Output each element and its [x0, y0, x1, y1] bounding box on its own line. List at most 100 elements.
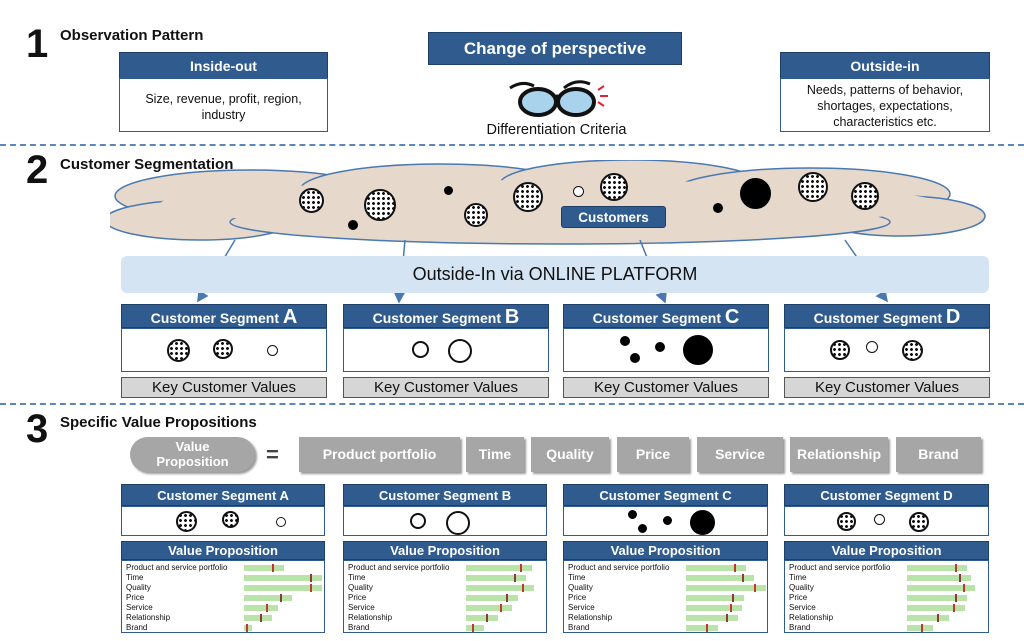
segment-column-c: Customer Segment C Key Customer Values	[563, 304, 769, 398]
vp-column-a: Customer Segment A Value Proposition Pro…	[121, 484, 325, 633]
vp-segment-header-b: Customer Segment B	[343, 484, 547, 506]
vp-row-bar	[686, 614, 738, 622]
vp-header-d: Value Proposition	[784, 541, 989, 560]
vp-row-marker	[266, 604, 268, 612]
differentiation-criteria-caption: Differentiation Criteria	[486, 122, 627, 138]
vp-row: Quality	[568, 583, 767, 593]
vp-row-marker	[921, 624, 923, 632]
segment-prefix: Customer Segment	[592, 310, 725, 326]
vp-row-marker	[522, 584, 524, 592]
vp-row: Time	[789, 573, 988, 583]
section-number-2: 2	[26, 148, 49, 192]
segment-members-c	[563, 328, 769, 372]
vp-row-bar	[466, 574, 526, 582]
vp-row-label: Quality	[789, 583, 814, 592]
key-customer-values-d: Key Customer Values	[784, 377, 990, 398]
vp-row-bar	[907, 624, 933, 632]
element-brand: Brand	[896, 437, 981, 472]
key-customer-values-b: Key Customer Values	[343, 377, 549, 398]
segment-letter: A	[282, 306, 298, 328]
customer-dot	[444, 186, 453, 195]
vp-header-b: Value Proposition	[343, 541, 547, 560]
vp-segment-members-b	[343, 506, 547, 536]
customer-circle	[902, 340, 923, 361]
vp-row: Quality	[126, 583, 324, 593]
vp-row-bar	[466, 594, 518, 602]
customer-circle	[412, 341, 429, 358]
element-relationship: Relationship	[790, 437, 888, 472]
vp-header-c: Value Proposition	[563, 541, 768, 560]
customer-circle	[446, 511, 470, 535]
segment-column-b: Customer Segment B Key Customer Values	[343, 304, 549, 398]
vp-row-marker	[486, 614, 488, 622]
customer-circle	[410, 513, 426, 529]
inside-out-header: Inside-out	[119, 52, 328, 79]
vp-row-marker	[472, 624, 474, 632]
vp-row: Product and service portfolio	[568, 563, 767, 573]
vp-row: Price	[789, 593, 988, 603]
vp-row: Product and service portfolio	[126, 563, 324, 573]
key-customer-values-c: Key Customer Values	[563, 377, 769, 398]
customer-dot	[663, 516, 672, 525]
customer-circle	[364, 189, 396, 221]
customer-dot	[655, 342, 665, 352]
online-platform-banner: Outside-In via ONLINE PLATFORM	[121, 256, 989, 293]
vp-segment-members-d	[784, 506, 989, 536]
element-quality: Quality	[531, 437, 609, 472]
customer-circle	[176, 511, 197, 532]
vp-row-label: Service	[348, 603, 375, 612]
vp-row-bar	[907, 614, 949, 622]
vp-row-marker	[272, 564, 274, 572]
vp-row: Price	[126, 593, 324, 603]
vp-row-label: Price	[126, 593, 145, 602]
vp-row: Price	[348, 593, 546, 603]
vp-row-bar	[686, 584, 766, 592]
vp-row-label: Service	[126, 603, 153, 612]
vp-row: Service	[126, 603, 324, 613]
vp-row: Time	[568, 573, 767, 583]
vp-row: Service	[348, 603, 546, 613]
segment-members-d	[784, 328, 990, 372]
vp-row-label: Relationship	[789, 613, 834, 622]
vp-row: Price	[568, 593, 767, 603]
vp-row-marker	[742, 574, 744, 582]
vp-row-marker	[506, 594, 508, 602]
vp-row-bar	[686, 574, 754, 582]
section-number-3: 3	[26, 407, 49, 451]
vp-row-marker	[734, 564, 736, 572]
vp-row-label: Quality	[126, 583, 151, 592]
customer-dot	[348, 220, 358, 230]
customer-dot	[740, 178, 771, 209]
vp-row: Brand	[789, 623, 988, 633]
vp-row-label: Brand	[126, 623, 148, 632]
vp-row-marker	[514, 574, 516, 582]
vp-row-bar	[686, 624, 718, 632]
vp-row: Quality	[348, 583, 546, 593]
customer-circle	[267, 345, 278, 356]
vp-row-marker	[953, 604, 955, 612]
vp-segment-header-d: Customer Segment D	[784, 484, 989, 506]
section-title-observation: Observation Pattern	[60, 27, 204, 44]
customer-circle	[299, 188, 324, 213]
customer-circle	[830, 340, 850, 360]
vp-row-bar	[907, 564, 967, 572]
vp-row-label: Relationship	[126, 613, 171, 622]
vp-row-label: Time	[789, 573, 807, 582]
segment-header-a: Customer Segment A	[121, 304, 327, 328]
vp-row: Product and service portfolio	[789, 563, 988, 573]
vp-row: Time	[348, 573, 546, 583]
section-title-segmentation: Customer Segmentation	[60, 156, 234, 173]
vp-row: Relationship	[126, 613, 324, 623]
vp-row-bar	[466, 584, 534, 592]
customer-circle	[798, 172, 828, 202]
segment-header-d: Customer Segment D	[784, 304, 990, 328]
vp-row-marker	[937, 614, 939, 622]
vp-row: Time	[126, 573, 324, 583]
segment-prefix: Customer Segment	[372, 310, 505, 326]
vp-row-marker	[706, 624, 708, 632]
vp-row-marker	[280, 594, 282, 602]
vp-row-marker	[732, 594, 734, 602]
vp-row-label: Brand	[789, 623, 811, 632]
vp-row-bar	[244, 594, 292, 602]
